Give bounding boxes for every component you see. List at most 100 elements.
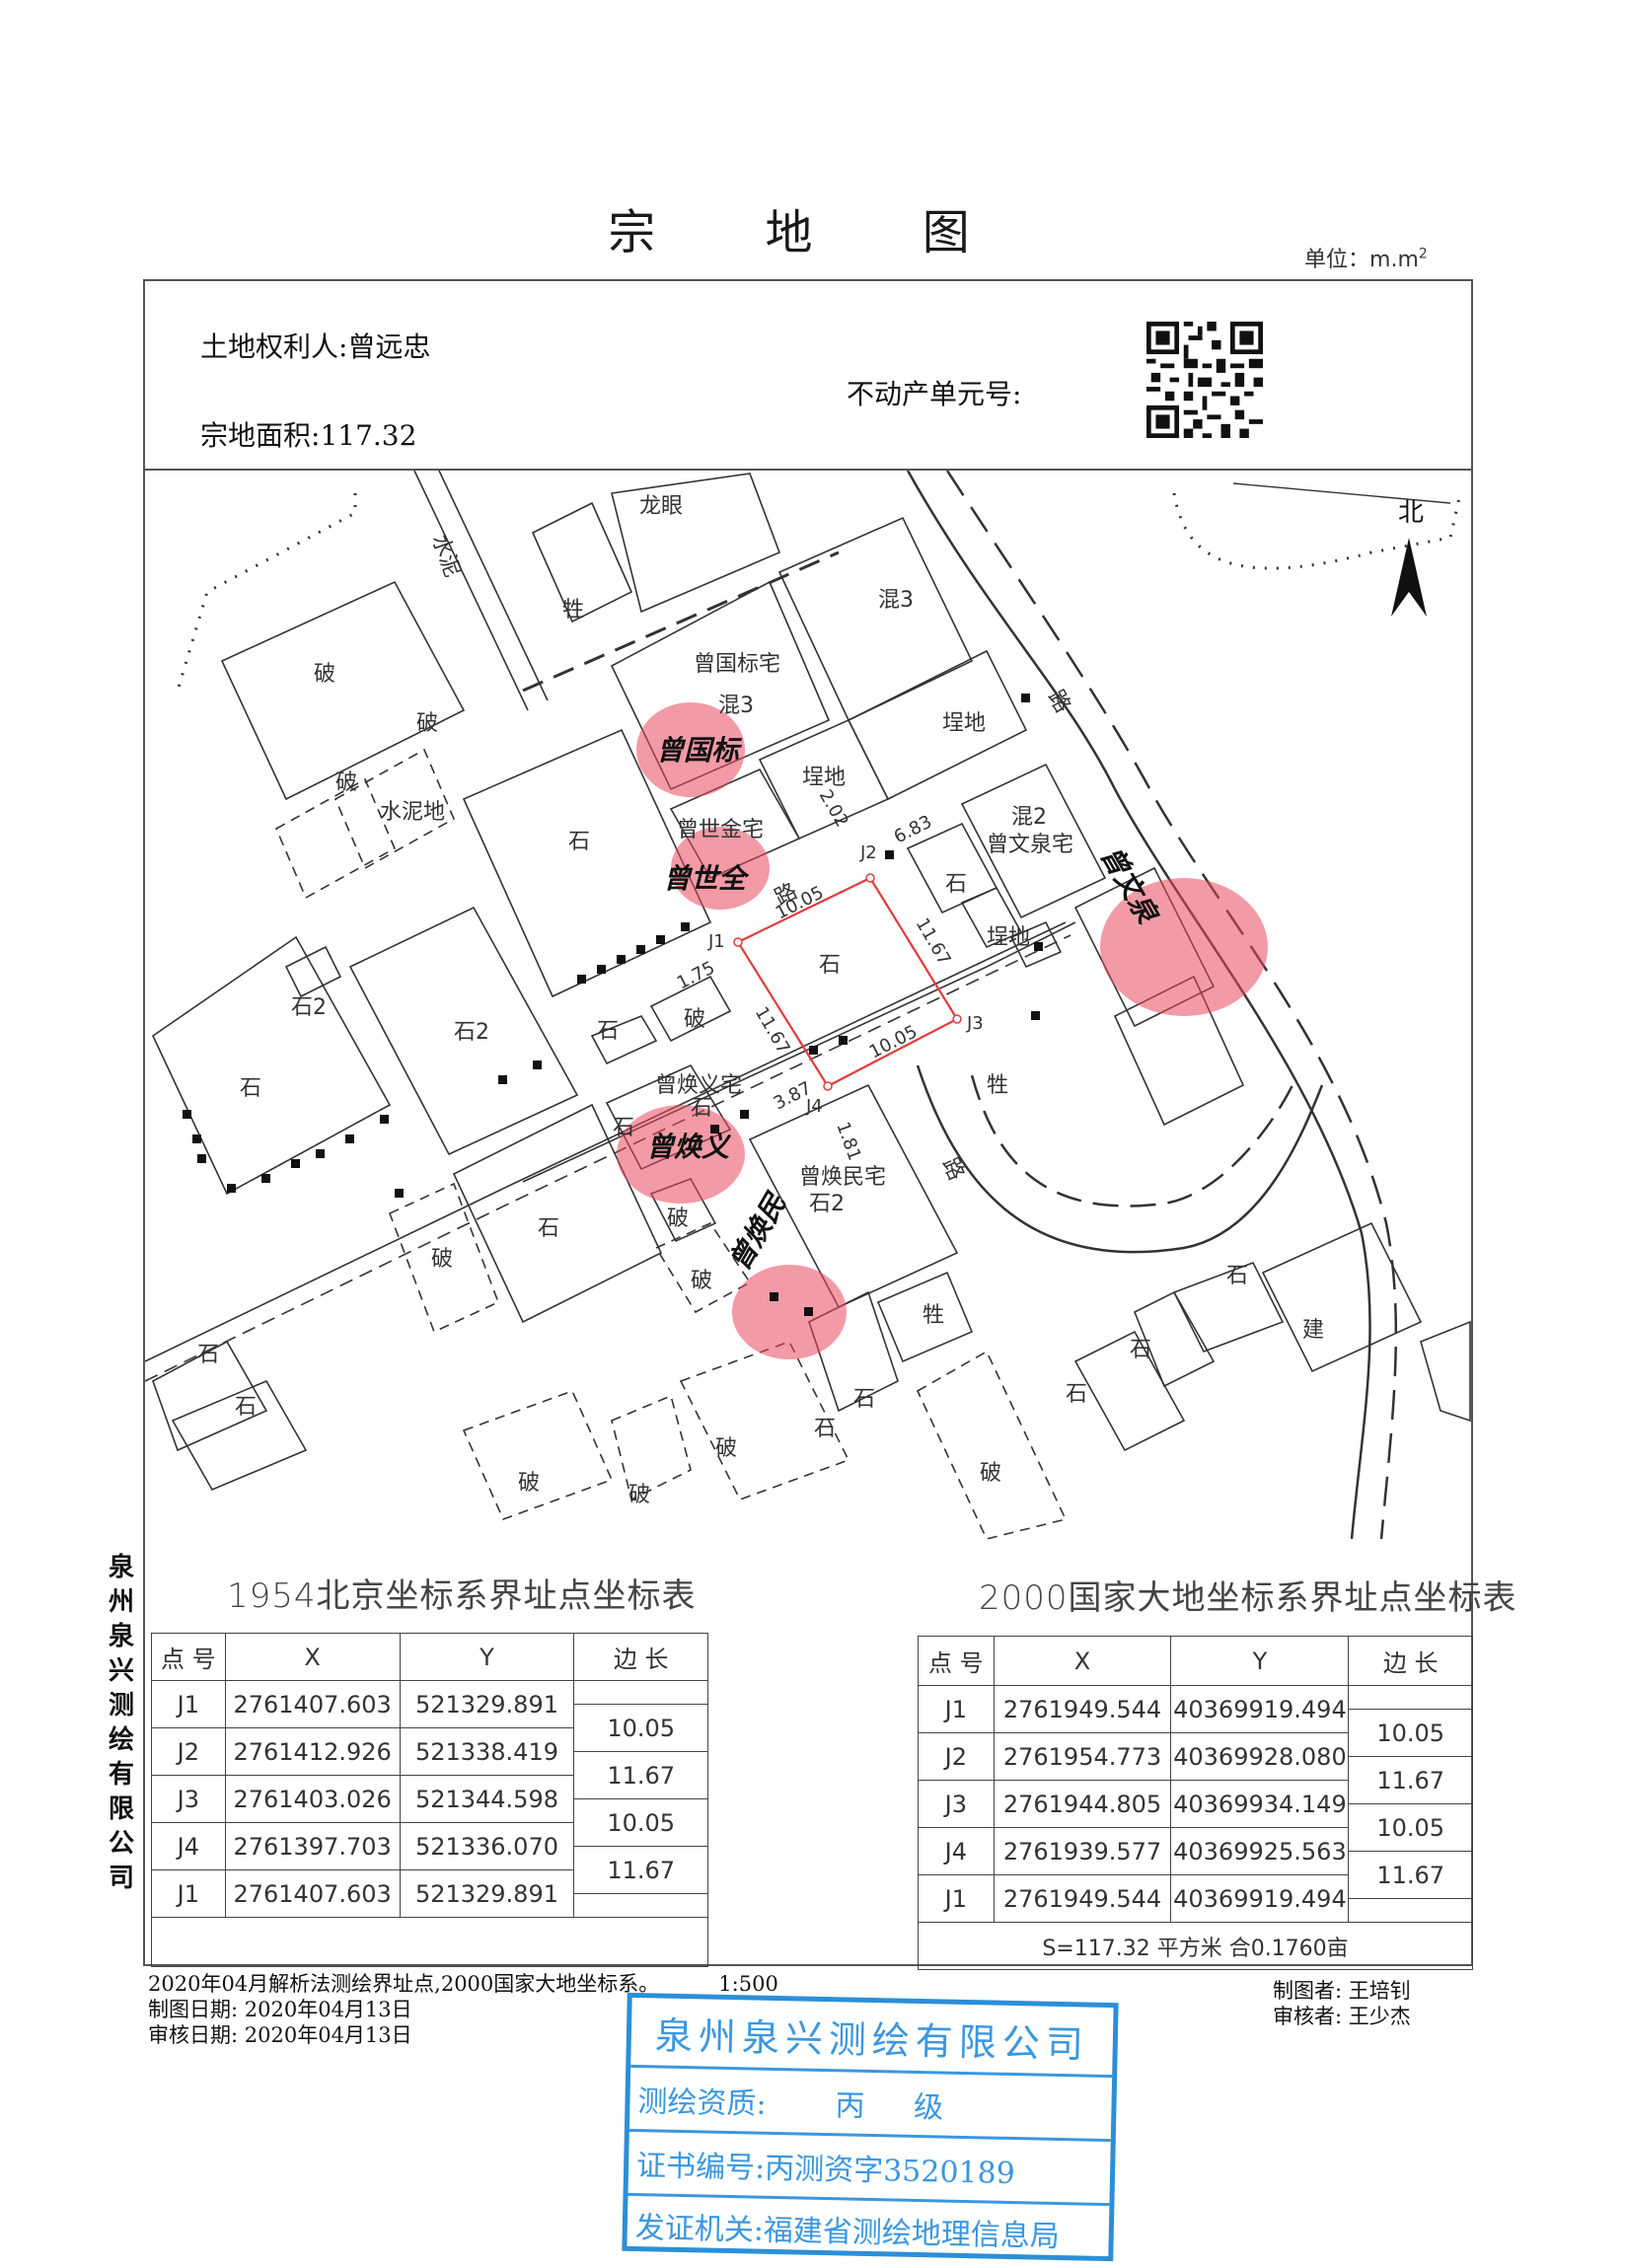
company-char: 泉 — [108, 1622, 134, 1651]
drafter-row: 制图者: 王培钊 — [1273, 1978, 1411, 2004]
road-label: 路 — [937, 1154, 969, 1185]
stamp-cert-label: 证书编号: — [635, 2149, 766, 2186]
map-label: 破 — [684, 1007, 705, 1032]
reviewer-row: 审核者: 王少杰 — [1273, 2004, 1411, 2029]
cell-edge: 10.05 — [573, 1798, 708, 1847]
cell-edge: 11.67 — [573, 1846, 708, 1894]
cell-x: 2761949.544 — [993, 1874, 1172, 1923]
parcel-map: 北 J1 J2 J3 J4 10.05 11.67 10.05 11.67 2.… — [145, 471, 1471, 1540]
unit-superscript: 2 — [1418, 246, 1428, 262]
company-char: 公 — [108, 1829, 134, 1859]
table-1954-title: 1954北京坐标系界址点坐标表 — [227, 1576, 697, 1616]
map-label: 破 — [980, 1461, 1001, 1486]
map-label: 埕地 — [802, 766, 846, 790]
col-header-y: Y — [1170, 1636, 1350, 1686]
stamp-qualification-row: 测绘资质: 丙 级 — [628, 2067, 1113, 2143]
table-row: J4 2761397.703 521336.070 — [151, 1822, 708, 1870]
qr-code-icon[interactable] — [1146, 322, 1263, 438]
table-1954: 点 号 X Y 边 长 J1 2761407.603 521329.891 10… — [151, 1633, 708, 1967]
map-label: 石 — [1066, 1382, 1087, 1407]
footer-right: 制图者: 王培钊 审核者: 王少杰 — [1273, 1978, 1411, 2029]
map-label: 石 — [197, 1343, 219, 1367]
map-label: 破 — [715, 1436, 737, 1461]
map-label: 曾世金宅 — [677, 818, 764, 842]
stamp-qual-value: 丙 级 — [835, 2088, 964, 2126]
unit-number-label: 不动产单元号: — [847, 378, 1022, 410]
table-row: J1 2761949.544 40369919.494 — [918, 1685, 1473, 1733]
map-label: 牲 — [923, 1303, 944, 1328]
parcel-boundary — [733, 873, 962, 1091]
map-label: 石 — [1226, 1264, 1248, 1288]
company-char: 泉 — [108, 1553, 134, 1582]
table-row: J1 2761949.544 40369919.494 — [918, 1874, 1473, 1923]
cell-x: 2761407.603 — [224, 1869, 401, 1918]
cell-point: J2 — [151, 1727, 226, 1776]
stamp-qual-label: 测绘资质: — [637, 2085, 767, 2122]
map-label: 建 — [1302, 1318, 1324, 1343]
map-label: 水泥地 — [380, 800, 445, 825]
cell-x: 2761403.026 — [224, 1775, 401, 1823]
map-label: 石 — [691, 1096, 712, 1121]
cell-point: J1 — [151, 1680, 226, 1728]
map-label: 混3 — [878, 588, 914, 613]
map-label: 牲 — [987, 1073, 1008, 1098]
map-label: 石 — [568, 830, 590, 854]
cell-edge-empty — [1348, 1685, 1473, 1710]
map-label: 石 — [613, 1116, 634, 1140]
company-char: 有 — [108, 1760, 134, 1790]
map-label: 曾文泉宅 — [987, 833, 1073, 857]
review-date-row: 审核日期: 2020年04月13日 — [148, 2022, 778, 2048]
draw-date-label: 制图日期: — [148, 1998, 239, 2021]
map-label: 石 — [814, 1417, 836, 1441]
cell-y: 521344.598 — [399, 1775, 575, 1823]
stamp-cert-row: 证书编号:丙测资字3520189 — [628, 2131, 1111, 2207]
cell-point: J1 — [918, 1874, 995, 1923]
north-label: 北 — [1398, 498, 1424, 528]
area-label: 宗地面积: — [200, 419, 321, 452]
cell-y: 40369934.149 — [1170, 1780, 1350, 1828]
company-char: 测 — [108, 1691, 134, 1720]
header-divider — [143, 469, 1473, 471]
parcel-label: 石 — [819, 953, 841, 978]
map-label: 破 — [314, 662, 335, 687]
signature: 曾世全 — [663, 862, 750, 895]
table-2000: 点 号 X Y 边 长 J1 2761949.544 40369919.494 … — [918, 1636, 1473, 1970]
cell-point: J1 — [151, 1869, 226, 1918]
offset-label: 1.75 — [674, 958, 718, 994]
stamp-cert-value: 丙测资字3520189 — [764, 2151, 1016, 2192]
offset-label: 6.83 — [891, 812, 935, 848]
map-label: 牲 — [562, 598, 584, 622]
map-label: 破 — [416, 711, 438, 736]
map-label: 石2 — [454, 1020, 489, 1045]
map-label: 石2 — [291, 995, 327, 1020]
signature: 曾焕义 — [646, 1131, 732, 1163]
review-date: 2020年04月13日 — [244, 2023, 412, 2047]
map-label: 破 — [667, 1207, 689, 1231]
cell-edge: 11.67 — [1348, 1851, 1473, 1899]
col-header-edge: 边 长 — [1348, 1636, 1473, 1686]
edge-length-label: 11.67 — [912, 915, 955, 969]
edge-length-label: 11.67 — [751, 1003, 794, 1058]
cell-y: 521329.891 — [399, 1680, 575, 1728]
unit-label-text: 单位： — [1304, 248, 1370, 272]
cell-y: 521336.070 — [399, 1822, 575, 1870]
cell-edge-empty — [573, 1893, 708, 1918]
offset-label: 1.81 — [832, 1120, 864, 1164]
reviewer-label: 审核者: — [1273, 2005, 1343, 2028]
cell-y: 40369919.494 — [1170, 1874, 1350, 1923]
owner-field: 土地权利人:曾远忠 — [200, 326, 430, 365]
stamp-company: 泉州泉兴测绘有限公司 — [630, 1997, 1114, 2079]
cell-x: 2761939.577 — [993, 1827, 1172, 1875]
map-label: 破 — [628, 1483, 650, 1507]
company-vertical-name: 泉 州 泉 兴 测 绘 有 限 公 司 — [107, 1551, 136, 1896]
cell-edge: 10.05 — [573, 1704, 708, 1752]
col-header-x: X — [993, 1636, 1172, 1686]
cell-point: J3 — [151, 1775, 226, 1823]
cell-point: J1 — [918, 1685, 995, 1733]
cell-x: 2761944.805 — [993, 1780, 1172, 1828]
company-char: 州 — [108, 1587, 134, 1617]
drafter-label: 制图者: — [1273, 1979, 1343, 2003]
survey-method: 2020年04月解析法测绘界址点,2000国家大地坐标系。 — [148, 1972, 660, 1996]
unit-value: m.m — [1369, 248, 1419, 272]
table-row: J3 2761403.026 521344.598 — [151, 1775, 708, 1823]
